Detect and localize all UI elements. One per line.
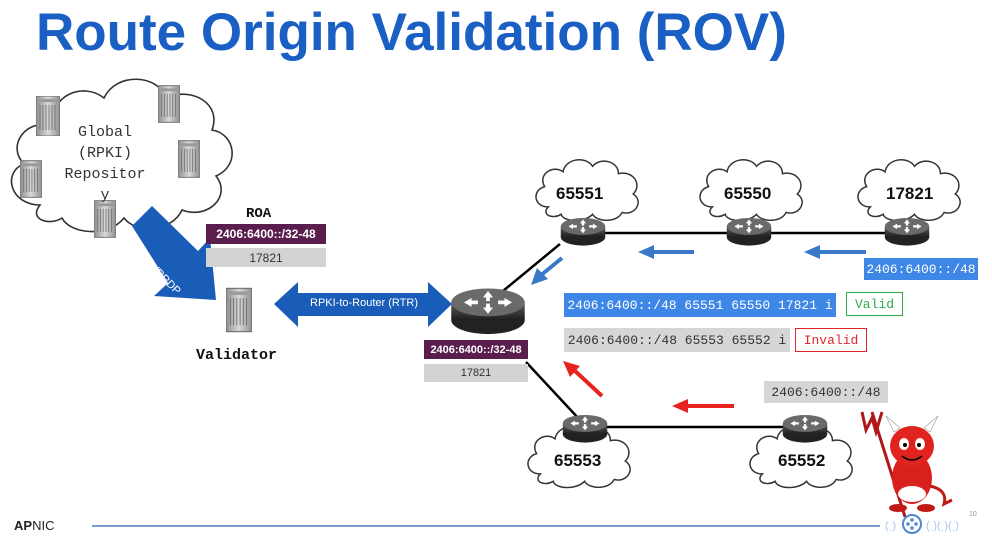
logo-rest: NIC — [32, 518, 55, 533]
as-17821: 17821 — [886, 184, 934, 203]
roa-prefix: 2406:6400::/32-48 — [206, 224, 326, 244]
roa-heading: ROA — [246, 206, 272, 222]
rtr-label: RPKI-to-Router (RTR) — [310, 297, 418, 309]
router-65552-icon — [782, 414, 828, 443]
router-17821-icon — [884, 217, 930, 246]
as-65550: 65550 — [724, 184, 772, 203]
repository-line-4: y — [100, 187, 110, 204]
page-number: 10 — [969, 511, 977, 518]
invalid-status-badge: Invalid — [795, 328, 867, 352]
origin-announcement: 2406:6400::/48 — [864, 258, 978, 280]
rsync-arrow — [132, 206, 216, 300]
router-roa-asn: 17821 — [424, 364, 528, 382]
router-65553-icon — [562, 414, 608, 443]
roa-asn: 17821 — [206, 248, 326, 267]
apnic-logo: APNIC — [14, 518, 54, 533]
footer-mark-icon: (ˌ) (ˌ)(ˌ)(ˌ) — [880, 514, 980, 534]
repo-server-3 — [178, 140, 200, 178]
repository-line-1: Global — [77, 124, 132, 141]
as-65553: 65553 — [554, 451, 602, 470]
validator-server-icon — [226, 287, 252, 333]
svg-text:(ˌ)(ˌ)(ˌ): (ˌ)(ˌ)(ˌ) — [926, 520, 959, 532]
valid-propagation-arrows — [531, 245, 866, 285]
repository-line-2: (RPKI) — [77, 145, 132, 162]
repository-line-3: Repositor — [64, 166, 146, 183]
svg-text:(ˌ): (ˌ) — [885, 520, 896, 532]
router-65550-icon — [726, 217, 772, 246]
valid-route-entry: 2406:6400::/48 65551 65550 17821 i — [564, 293, 836, 317]
rtr-arrow — [274, 282, 452, 327]
page-title: Route Origin Validation (ROV) — [36, 3, 787, 62]
repo-server-4 — [20, 160, 42, 198]
hijack-announcement: 2406:6400::/48 — [764, 381, 888, 403]
as-65552: 65552 — [778, 451, 826, 470]
invalid-route-entry: 2406:6400::/48 65553 65552 i — [564, 328, 790, 352]
attacker-devil-icon — [860, 411, 953, 521]
logo-bold: AP — [14, 518, 33, 533]
validator-label: Validator — [196, 347, 278, 364]
repository-label: Global (RPKI) Repositor y — [50, 122, 160, 206]
router-65551-icon — [560, 217, 606, 246]
repo-server-5 — [94, 200, 116, 238]
network-links — [491, 231, 908, 429]
router-roa-prefix: 2406:6400::/32-48 — [424, 340, 528, 359]
edge-router-icon — [451, 288, 525, 335]
valid-status-badge: Valid — [846, 292, 903, 316]
as-65551: 65551 — [556, 184, 604, 203]
repo-server-2 — [158, 85, 180, 123]
hijack-propagation-arrows — [563, 361, 734, 413]
